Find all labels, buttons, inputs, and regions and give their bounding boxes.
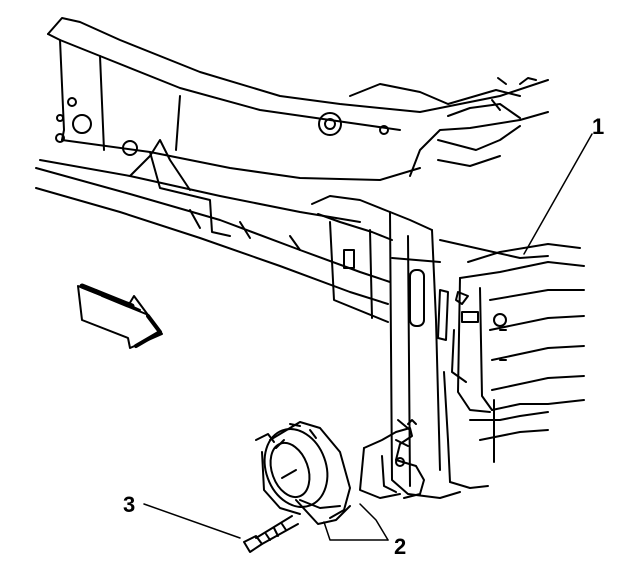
callout-label-1: 1: [592, 114, 605, 139]
callout-label-2: 2: [394, 534, 407, 559]
leader-line-2b: [359, 503, 389, 541]
lower-frame-rail: [35, 167, 391, 305]
leader-line-2a: [323, 521, 389, 541]
upper-frame-rail: [39, 17, 549, 237]
leader-lines: [143, 133, 593, 541]
callout-label-3: 3: [123, 492, 136, 517]
leader-line-3: [143, 503, 241, 539]
front-frame-section: [443, 243, 585, 489]
bolt: [243, 515, 299, 553]
leader-line-1: [523, 133, 593, 255]
radiator-support: [311, 195, 549, 499]
horn: [255, 421, 351, 525]
horn-bracket: [359, 419, 425, 499]
front-direction-arrow-icon: [77, 283, 163, 349]
